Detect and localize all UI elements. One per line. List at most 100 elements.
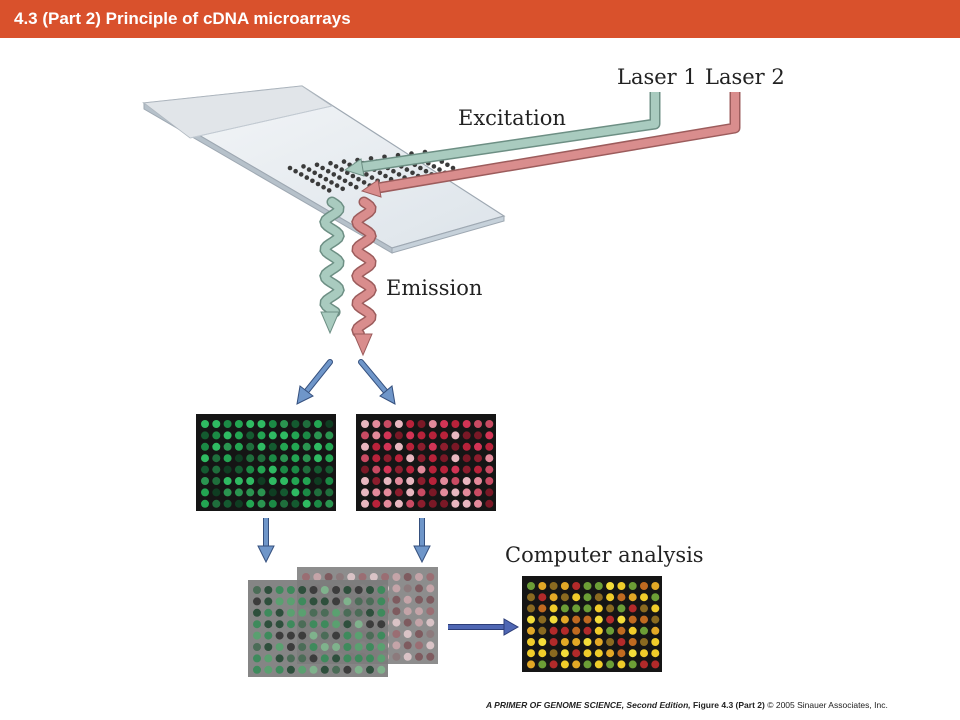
spot: [253, 608, 261, 617]
spot: [451, 442, 460, 451]
spot: [302, 442, 311, 451]
spot: [628, 604, 637, 613]
spot: [640, 615, 648, 624]
spot: [223, 488, 232, 497]
spot: [377, 170, 383, 176]
spot: [257, 431, 266, 440]
spot: [417, 442, 426, 451]
spot: [392, 595, 401, 604]
spot: [640, 660, 648, 669]
spot: [394, 454, 403, 463]
spot: [560, 582, 569, 590]
spot: [527, 615, 535, 624]
spot: [406, 465, 415, 474]
spot: [253, 597, 261, 606]
spot: [426, 573, 435, 581]
spot: [383, 431, 392, 440]
analysis-result-array: [522, 576, 662, 672]
spot: [451, 477, 460, 485]
spot: [428, 465, 437, 474]
laser1-beam-arrow: [343, 92, 661, 177]
spot: [268, 465, 277, 474]
spot: [372, 488, 381, 497]
spot: [223, 465, 232, 474]
spot: [403, 584, 412, 593]
spot: [451, 465, 460, 474]
spot: [223, 454, 232, 463]
spot: [286, 631, 295, 640]
spot: [394, 465, 403, 474]
green-scan-spots: [201, 420, 334, 508]
spot: [485, 499, 494, 508]
spot: [415, 641, 423, 650]
spot: [410, 170, 415, 176]
spot: [394, 477, 403, 485]
spot: [527, 626, 535, 635]
spot: [538, 649, 547, 658]
spot: [417, 488, 426, 497]
spot: [383, 420, 392, 428]
spot: [257, 420, 266, 428]
spot: [572, 649, 581, 658]
spot: [234, 465, 243, 474]
spot: [334, 183, 340, 188]
spot: [358, 573, 367, 581]
spot: [293, 168, 298, 174]
spot: [320, 643, 329, 651]
spot: [325, 431, 334, 440]
spot: [415, 584, 423, 593]
spot: [538, 615, 547, 624]
spot: [309, 597, 318, 606]
spot: [268, 431, 277, 440]
spot: [361, 488, 369, 497]
spot: [651, 626, 660, 635]
spot: [257, 499, 266, 508]
spot: [451, 420, 460, 428]
spot: [264, 597, 273, 606]
spot: [450, 165, 456, 171]
spot: [383, 477, 392, 485]
spot: [361, 454, 369, 463]
spot: [314, 499, 322, 508]
spot: [377, 586, 386, 594]
spot: [383, 488, 392, 497]
spot: [583, 626, 592, 635]
spot: [572, 593, 581, 602]
spot: [377, 597, 386, 606]
spot: [343, 665, 352, 674]
spot: [329, 180, 334, 185]
spot: [485, 465, 494, 474]
spot: [332, 608, 341, 617]
spot: [440, 477, 449, 485]
spot: [474, 442, 482, 451]
spot: [606, 626, 615, 635]
spot: [560, 660, 569, 669]
spot: [298, 597, 307, 606]
spot: [628, 649, 637, 658]
spot: [309, 643, 318, 651]
spot: [594, 626, 603, 635]
spot: [298, 608, 307, 617]
spot: [280, 465, 289, 474]
spot: [212, 465, 221, 474]
spot: [354, 643, 363, 651]
spot: [264, 643, 273, 651]
spot: [606, 649, 615, 658]
spot: [302, 465, 311, 474]
spot: [314, 420, 322, 428]
spot: [538, 626, 547, 635]
spot: [617, 615, 626, 624]
spot: [440, 465, 449, 474]
spot: [314, 477, 322, 485]
laser2-label: Laser 2: [705, 65, 785, 89]
spot: [223, 431, 232, 440]
spot: [403, 595, 412, 604]
emission-red-wave-arrow: [351, 196, 377, 357]
title-bar: 4.3 (Part 2) Principle of cDNA microarra…: [0, 0, 960, 38]
spot: [428, 454, 437, 463]
spot: [246, 477, 255, 485]
spot: [234, 477, 243, 485]
spot: [440, 420, 449, 428]
spot: [462, 442, 471, 451]
